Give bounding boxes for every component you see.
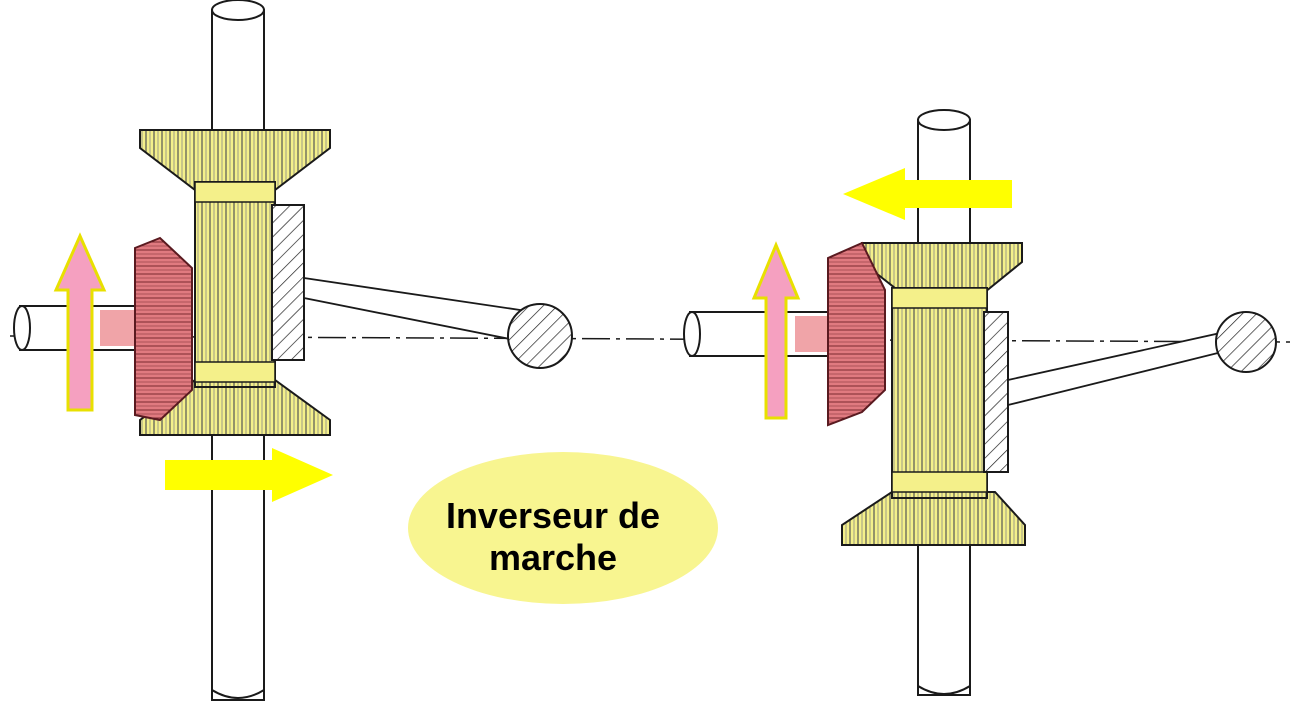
right-bottom-bevel-gear xyxy=(841,491,1026,546)
caption-line-1: Inverseur de xyxy=(446,495,660,536)
caption-line-2: marche xyxy=(489,537,617,578)
right-horizontal-shaft xyxy=(683,311,841,357)
left-pink-up-arrow xyxy=(53,232,107,412)
left-lever-pivot xyxy=(507,303,573,369)
right-yellow-left-arrow xyxy=(843,168,1012,220)
right-red-pinion xyxy=(827,241,886,427)
left-sleeve xyxy=(194,181,276,388)
left-assembly xyxy=(13,0,573,701)
left-shift-collar xyxy=(271,204,305,361)
right-assembly xyxy=(683,109,1277,696)
right-shift-collar xyxy=(983,311,1009,473)
left-yellow-right-arrow xyxy=(165,448,333,502)
left-shift-lever xyxy=(303,276,522,342)
right-shift-lever xyxy=(1007,330,1232,407)
caption-bubble: Inverseur de marche xyxy=(408,452,718,604)
right-sleeve xyxy=(891,287,988,499)
left-red-pinion xyxy=(134,236,193,422)
right-top-bevel-gear xyxy=(861,242,1023,293)
right-pink-up-arrow xyxy=(751,241,801,420)
right-lever-pivot xyxy=(1215,311,1277,373)
